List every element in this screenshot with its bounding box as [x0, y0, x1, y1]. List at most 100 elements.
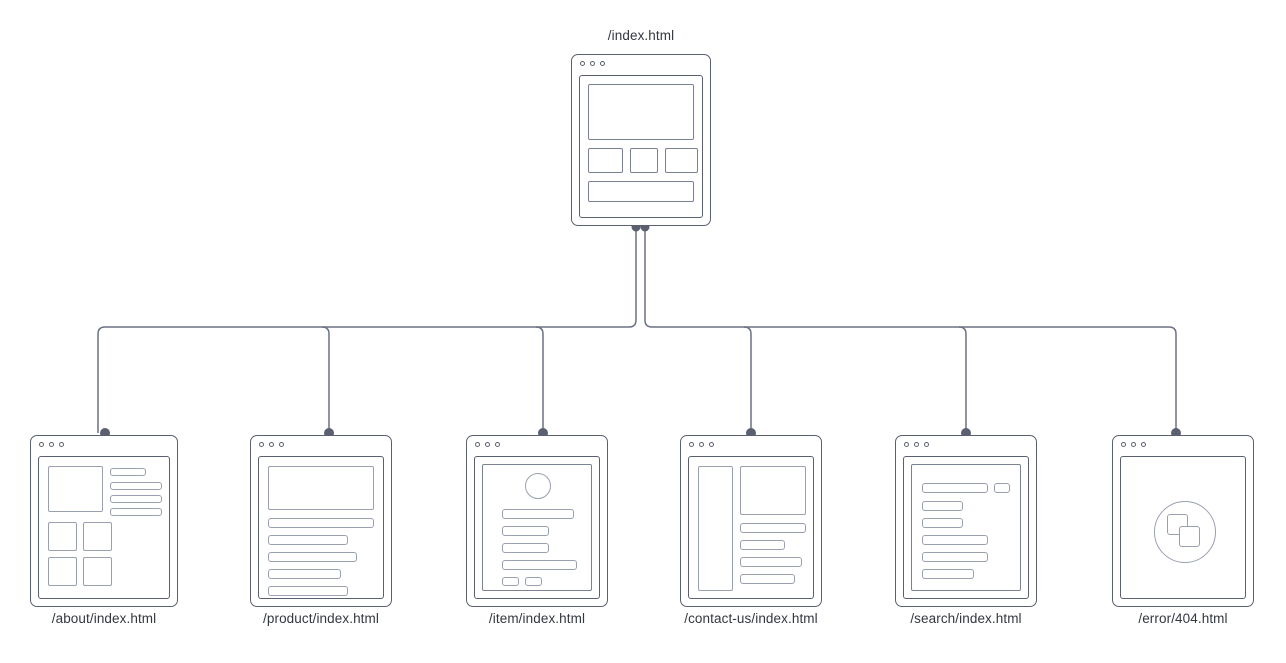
about-grid-cell-2: [83, 522, 112, 551]
window-dot-close-icon: [39, 442, 44, 447]
connector-trunk-right: [644, 227, 1177, 433]
window-dot-close-icon: [1121, 442, 1126, 447]
item-button-1: [502, 577, 519, 586]
hero-block: [588, 84, 694, 140]
node-label-index: /index.html: [607, 28, 675, 43]
window-dot-minimize-icon: [699, 442, 704, 447]
item-content-frame: [482, 464, 592, 591]
about-grid-cell-3: [48, 557, 77, 586]
contact-field-4: [740, 574, 795, 584]
window-dot-close-icon: [689, 442, 694, 447]
search-result-2: [922, 518, 963, 528]
window-control-dots: [681, 436, 821, 453]
node-item[interactable]: /item/index.html: [466, 435, 608, 626]
about-grid-cell-4: [83, 557, 112, 586]
window-control-dots: [31, 436, 177, 453]
about-text-line-1: [110, 468, 146, 476]
connector-trunk-left: [97, 227, 637, 433]
contact-field-1: [740, 523, 806, 533]
page-viewport-error: [1120, 456, 1246, 599]
node-search[interactable]: /search/index.html: [895, 435, 1037, 626]
window-control-dots: [251, 436, 391, 453]
page-viewport-search: [903, 456, 1029, 599]
window-dot-minimize-icon: [914, 442, 919, 447]
window-dot-close-icon: [475, 442, 480, 447]
item-field-2: [502, 526, 549, 536]
item-field-1: [502, 509, 574, 519]
item-field-4: [502, 560, 577, 570]
card-block-3: [665, 148, 698, 173]
connector-branch-search: [958, 326, 967, 433]
window-dot-close-icon: [904, 442, 909, 447]
card-block-2: [630, 148, 658, 173]
window-dot-close-icon: [580, 61, 585, 66]
contact-sidebar-block: [698, 466, 733, 591]
window-dot-maximize-icon: [495, 442, 500, 447]
window-dot-minimize-icon: [49, 442, 54, 447]
window-dot-minimize-icon: [269, 442, 274, 447]
window-dot-minimize-icon: [1131, 442, 1136, 447]
connector-branch-item: [535, 326, 544, 433]
item-field-3: [502, 543, 549, 553]
browser-card-search: [895, 435, 1037, 607]
browser-card-error: [1112, 435, 1254, 607]
connector-branch-product: [321, 326, 330, 433]
node-product[interactable]: /product/index.html: [250, 435, 392, 626]
node-label-product: /product/index.html: [263, 611, 379, 626]
window-dot-maximize-icon: [279, 442, 284, 447]
error-circle-frame: [1154, 501, 1216, 563]
product-image-block: [268, 466, 374, 510]
search-content-frame: [911, 464, 1021, 591]
contact-hero-block: [740, 466, 806, 515]
browser-card-product: [250, 435, 392, 607]
search-result-1: [922, 501, 963, 511]
avatar-circle-icon: [525, 473, 551, 499]
contact-field-3: [740, 557, 802, 567]
card-block-1: [588, 148, 623, 173]
connector-branch-contact: [743, 326, 752, 433]
window-dot-maximize-icon: [59, 442, 64, 447]
browser-card-about: [30, 435, 178, 607]
node-label-error: /error/404.html: [1138, 611, 1228, 626]
window-control-dots: [467, 436, 607, 453]
page-viewport-about: [38, 456, 170, 599]
window-dot-maximize-icon: [1141, 442, 1146, 447]
window-dot-minimize-icon: [590, 61, 595, 66]
footer-bar-block: [588, 181, 694, 202]
about-text-line-2: [110, 482, 162, 490]
window-control-dots: [1113, 436, 1253, 453]
product-text-line-2: [268, 535, 348, 545]
page-viewport-contact-us: [688, 456, 814, 599]
node-index[interactable]: /index.html: [571, 28, 711, 226]
browser-card-index: [571, 54, 711, 226]
page-viewport-index: [579, 75, 703, 218]
item-button-2: [525, 577, 542, 586]
about-image-block: [48, 466, 103, 512]
page-viewport-product: [258, 456, 384, 599]
product-text-line-1: [268, 518, 374, 528]
node-about[interactable]: /about/index.html: [30, 435, 178, 626]
node-label-about: /about/index.html: [51, 611, 157, 626]
product-text-line-5: [268, 586, 348, 596]
window-control-dots: [572, 55, 710, 72]
about-text-line-3: [110, 495, 162, 503]
search-submit-button: [994, 483, 1010, 493]
window-dot-minimize-icon: [485, 442, 490, 447]
window-dot-close-icon: [259, 442, 264, 447]
page-viewport-item: [474, 456, 600, 599]
node-contact-us[interactable]: /contact-us/index.html: [680, 435, 822, 626]
node-error[interactable]: /error/404.html: [1112, 435, 1254, 626]
product-text-line-4: [268, 569, 341, 579]
node-label-search: /search/index.html: [910, 611, 1022, 626]
search-result-3: [922, 535, 988, 545]
node-label-item: /item/index.html: [488, 611, 586, 626]
window-control-dots: [896, 436, 1036, 453]
window-dot-maximize-icon: [600, 61, 605, 66]
browser-card-item: [466, 435, 608, 607]
search-result-4: [922, 552, 988, 562]
about-text-line-4: [110, 508, 162, 516]
contact-field-2: [740, 540, 785, 550]
node-label-contact-us: /contact-us/index.html: [684, 611, 818, 626]
search-input: [922, 483, 988, 493]
